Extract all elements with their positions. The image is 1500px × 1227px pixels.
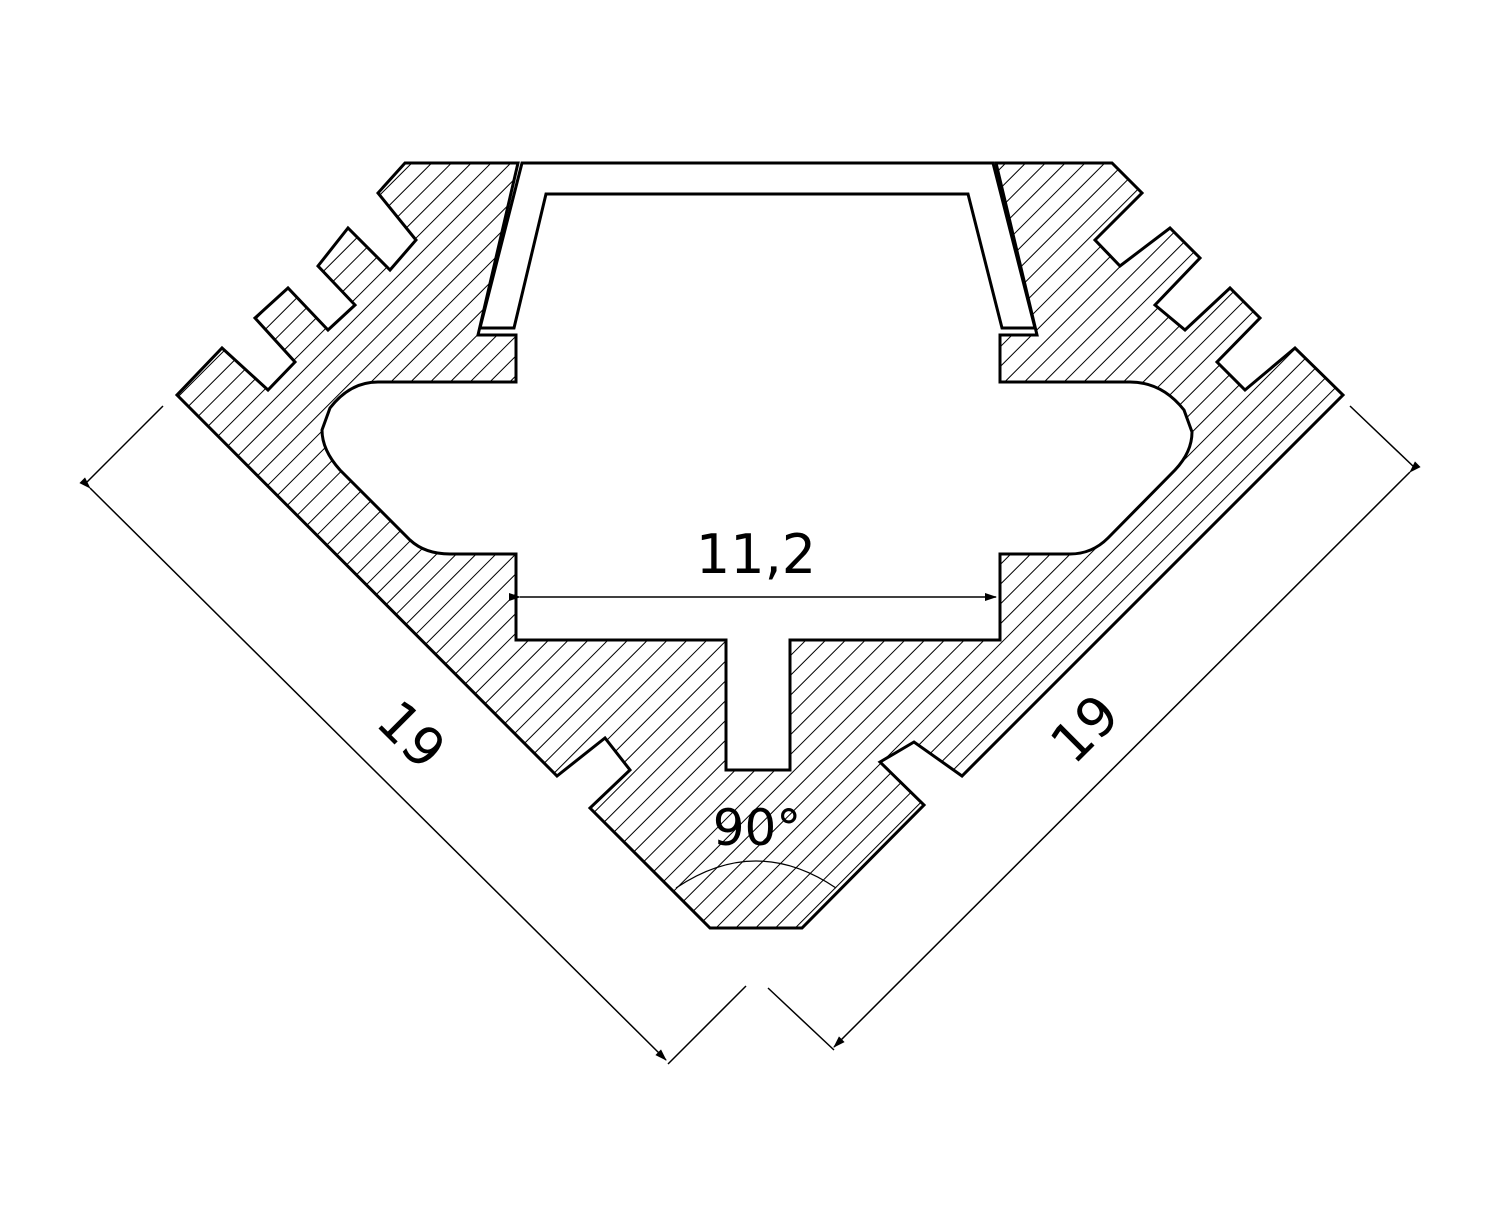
left-extension-line-top (84, 405, 164, 485)
left-extension-line-bottom (667, 985, 747, 1065)
angle-label: 90° (713, 799, 802, 857)
right-extension-line-bottom (767, 987, 835, 1051)
diffuser-cover (478, 161, 1037, 330)
right-dimension-label: 19 (1038, 682, 1131, 775)
left-dimension-label: 19 (365, 688, 458, 781)
angle-arc (675, 860, 837, 889)
right-dimension-line (833, 461, 1421, 1048)
right-extension-line-top (1349, 405, 1416, 469)
width-dimension-label: 11,2 (696, 523, 816, 586)
left-dimension-line (79, 477, 667, 1061)
